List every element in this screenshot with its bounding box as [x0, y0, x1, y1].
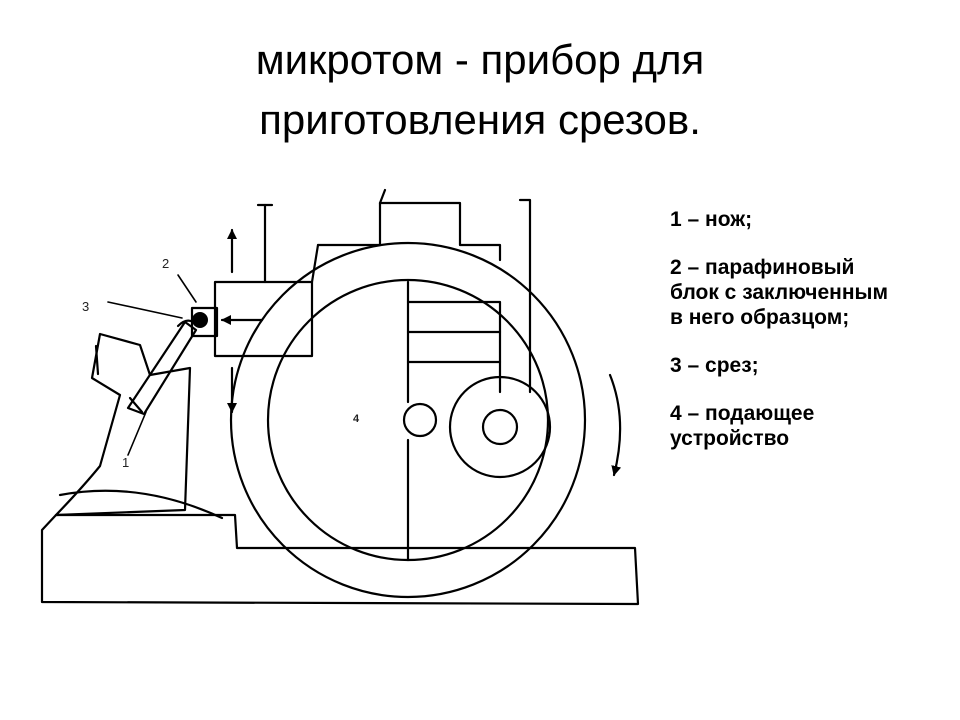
diagram-label-1: 1: [122, 455, 129, 470]
legend-line: 3 – срез;: [670, 354, 759, 377]
feed-handwheel: [229, 241, 587, 599]
legend-item-feed-device: 4 – подающее устройство: [670, 401, 955, 451]
diagram-label-4: 4: [353, 413, 360, 425]
base-plate: [40, 513, 640, 606]
legend-line: 1 – нож;: [670, 208, 753, 231]
legend: 1 – нож; 2 – парафиновый блок с заключен…: [670, 207, 955, 474]
legend-item-paraffin-block: 2 – парафиновый блок с заключенным в нег…: [670, 255, 955, 330]
feed-mechanism: [406, 300, 502, 394]
legend-item-slice: 3 – срез;: [670, 353, 955, 378]
knife-holder: [54, 332, 224, 520]
diagram-label-3: 3: [82, 299, 89, 314]
legend-line: 4 – подающее: [670, 402, 815, 425]
knife-blade: [126, 320, 198, 416]
paraffin-block-assembly: [190, 203, 320, 358]
slide-title: микротом - прибор для приготовления срез…: [130, 30, 830, 150]
legend-item-knife: 1 – нож;: [670, 207, 955, 232]
section-slice: [176, 319, 195, 328]
legend-line: 2 – парафиновый: [670, 256, 855, 279]
small-gear: [448, 375, 552, 479]
legend-line: в него образцом;: [670, 306, 850, 329]
specimen-dot: [192, 312, 208, 328]
legend-line: устройство: [670, 427, 790, 450]
leader-lines: [107, 274, 197, 456]
diagram-label-2: 2: [162, 256, 169, 271]
direction-arrows: [220, 228, 622, 477]
legend-line: блок с заключенным: [670, 281, 888, 304]
slide-title-line-2: приготовления срезов.: [259, 96, 701, 143]
slide-title-line-1: микротом - прибор для: [255, 36, 705, 83]
